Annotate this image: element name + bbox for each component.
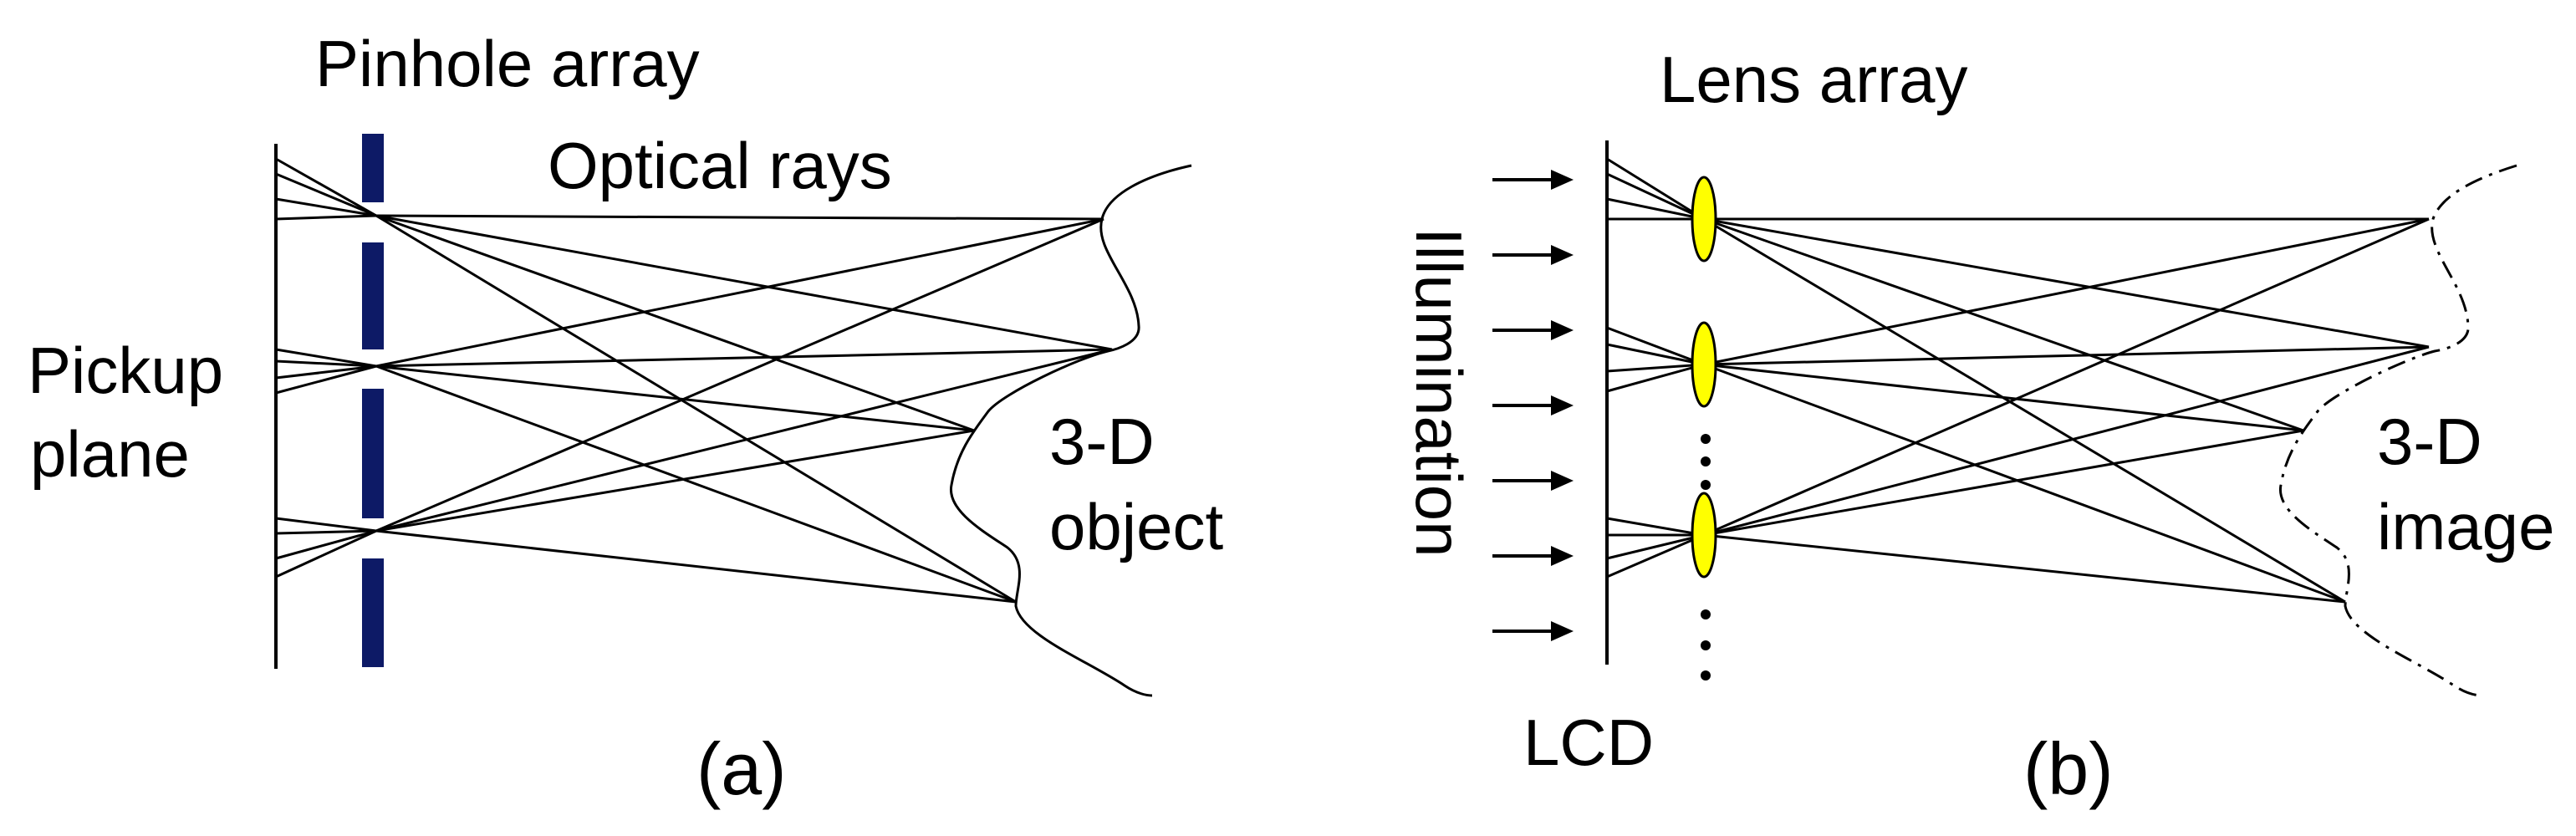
object-label-line2: object — [1049, 490, 1223, 563]
pinhole-segment — [362, 558, 384, 667]
pickup-plane-label-line2: plane — [30, 417, 190, 491]
pickup-plane-label-line1: Pickup — [28, 334, 223, 407]
caption-a: (a) — [696, 727, 787, 810]
arrow-icon — [1492, 170, 1574, 190]
lens — [1691, 492, 1717, 579]
illumination-arrows — [1492, 170, 1574, 641]
pinhole-segment — [362, 134, 384, 202]
lens-array-label: Lens array — [1660, 43, 1968, 116]
pinhole-segment — [362, 242, 384, 349]
continuation-dots — [1701, 434, 1711, 681]
optical-rays-label: Optical rays — [548, 129, 892, 202]
illumination-label: Illumination — [1402, 227, 1476, 558]
arrow-icon — [1492, 395, 1574, 415]
lens — [1691, 321, 1717, 408]
object-outline — [950, 164, 1192, 697]
lcd-label: LCD — [1523, 706, 1654, 779]
object-label-line1: 3-D — [1049, 405, 1155, 478]
optical-rays-b — [1606, 157, 2430, 604]
optical-rays-a — [275, 157, 1113, 604]
image-label-line2: image — [2377, 490, 2554, 563]
lens — [1691, 176, 1717, 263]
arrow-icon — [1492, 471, 1574, 491]
arrow-icon — [1492, 320, 1574, 340]
arrow-icon — [1492, 245, 1574, 265]
lens-array — [1691, 176, 1717, 579]
image-outline — [2279, 164, 2517, 697]
panel-b-display: Lens array Illumination LCD 3-D image (b… — [1402, 43, 2554, 810]
pinhole-segment — [362, 389, 384, 518]
pinhole-array-label: Pinhole array — [315, 27, 700, 100]
arrow-icon — [1492, 621, 1574, 641]
image-label-line1: 3-D — [2377, 405, 2482, 478]
pinhole-array — [362, 134, 384, 667]
panel-a-pickup: Pinhole array Optical rays Pickup plane … — [28, 27, 1223, 810]
caption-b: (b) — [2023, 727, 2114, 810]
arrow-icon — [1492, 546, 1574, 566]
